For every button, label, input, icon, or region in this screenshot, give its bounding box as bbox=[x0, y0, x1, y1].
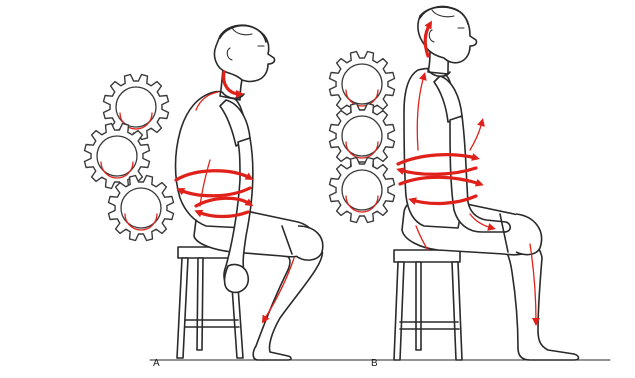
gear-outline bbox=[109, 176, 174, 241]
gear-outline bbox=[330, 158, 395, 223]
gear-icon bbox=[330, 52, 395, 117]
panel-a-figure bbox=[85, 25, 323, 360]
gear-icon bbox=[330, 158, 395, 223]
figure-b-upright bbox=[402, 6, 579, 360]
gear-icon bbox=[109, 176, 174, 241]
panel-label-a: A bbox=[153, 359, 160, 369]
gear-outline bbox=[330, 52, 395, 117]
gear-outline bbox=[85, 124, 150, 189]
gear-outline bbox=[330, 104, 395, 169]
panel-label-b: B bbox=[371, 359, 378, 369]
gear-icon bbox=[85, 124, 150, 189]
stool-b bbox=[394, 250, 462, 360]
panel-b-figure bbox=[330, 6, 579, 360]
gear-icon bbox=[330, 104, 395, 169]
